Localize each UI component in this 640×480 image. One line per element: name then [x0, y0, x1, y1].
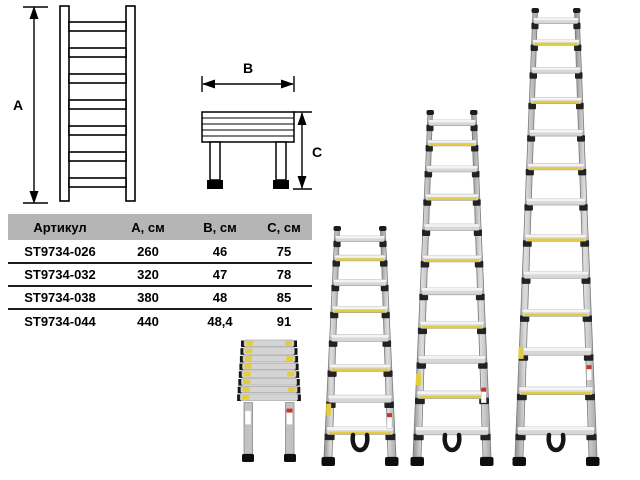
photo-ladder-collapsed	[236, 338, 302, 462]
collapsed-ladder-outline	[201, 111, 295, 189]
spec-table: Артикул А, см В, см С, см ST9734-026 260…	[8, 214, 312, 332]
cell-b: 48,4	[207, 313, 233, 329]
photo-ladder-short	[318, 226, 402, 466]
cell-c: 75	[256, 240, 312, 264]
arrow-down-icon	[29, 191, 39, 204]
table-row: ST9734-038 380 48 85	[8, 286, 312, 310]
cell-c: 91	[276, 313, 292, 329]
col-header-b: В, см	[184, 214, 256, 240]
cell-c: 85	[256, 286, 312, 310]
col-header-a: А, см	[112, 214, 184, 240]
ladder-outline	[59, 5, 136, 202]
cell-a: 320	[112, 263, 184, 287]
dimension-b-label: В	[243, 60, 253, 76]
dimension-a-label: А	[13, 97, 23, 113]
arrow-left-icon	[202, 79, 215, 89]
arrow-right-icon	[281, 79, 294, 89]
photo-ladder-medium	[407, 110, 497, 466]
table-header-row: Артикул А, см В, см С, см	[8, 214, 312, 240]
photo-ladder-tall	[509, 8, 603, 466]
arrow-up-icon	[297, 112, 307, 125]
cell-a: 440	[137, 313, 159, 329]
cell-a: 260	[112, 240, 184, 264]
dimension-c-arrow	[293, 111, 312, 190]
table-row: ST9734-044 440 48,4 91	[8, 309, 312, 332]
cell-b: 47	[184, 263, 256, 287]
cell-article: ST9734-044	[24, 313, 96, 329]
side-view-diagram: В С	[201, 60, 322, 190]
col-header-c: С, см	[256, 214, 312, 240]
cell-a: 380	[112, 286, 184, 310]
cell-b: 46	[184, 240, 256, 264]
table-row: ST9734-032 320 47 78	[8, 263, 312, 287]
dimension-c-label: С	[312, 144, 322, 160]
table-row: ST9734-026 260 46 75	[8, 240, 312, 264]
cell-b: 48	[184, 286, 256, 310]
dimension-a-arrow	[23, 6, 48, 204]
dimension-b-arrow	[201, 76, 295, 92]
cell-c: 78	[256, 263, 312, 287]
cell-article: ST9734-032	[8, 263, 112, 287]
front-view-diagram: А	[13, 5, 136, 204]
arrow-down-icon	[297, 176, 307, 189]
cell-article: ST9734-038	[8, 286, 112, 310]
col-header-article: Артикул	[8, 214, 112, 240]
cell-article: ST9734-026	[8, 240, 112, 264]
arrow-up-icon	[29, 6, 39, 19]
